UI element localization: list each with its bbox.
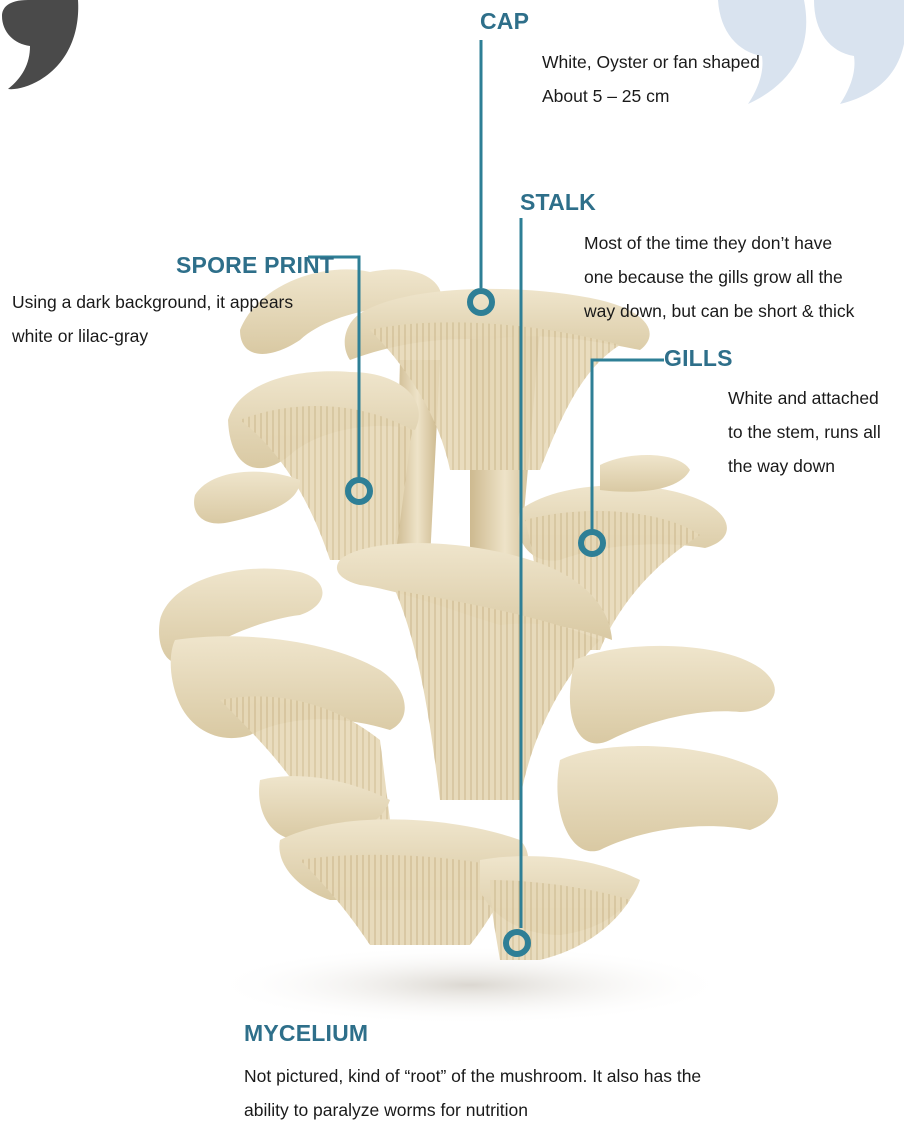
cap-label: CAP	[480, 8, 529, 35]
gills-description-line: to the stem, runs all	[728, 415, 881, 449]
mycelium-label: MYCELIUM	[244, 1020, 368, 1047]
gills-description-line: White and attached	[728, 381, 881, 415]
cap-description-line: White, Oyster or fan shaped	[542, 45, 760, 79]
gills-label: GILLS	[664, 345, 733, 372]
spore-print-label: SPORE PRINT	[176, 252, 334, 279]
mycelium-description-line: Not pictured, kind of “root” of the mush…	[244, 1059, 701, 1093]
spore-print-description-line: Using a dark background, it appears	[12, 285, 293, 319]
gills-description: White and attached to the stem, runs all…	[728, 381, 881, 483]
gills-description-line: the way down	[728, 449, 881, 483]
cap-description: White, Oyster or fan shaped About 5 – 25…	[542, 45, 760, 113]
stalk-description-line: Most of the time they don’t have	[584, 226, 854, 260]
quote-mark-icon	[2, 0, 78, 89]
spore-print-description: Using a dark background, it appears whit…	[12, 285, 293, 353]
mushroom-cluster-illustration	[159, 269, 778, 1025]
spore-print-description-line: white or lilac-gray	[12, 319, 293, 353]
cap-description-line: About 5 – 25 cm	[542, 79, 760, 113]
stalk-description-line: way down, but can be short & thick	[584, 294, 854, 328]
mycelium-description-line: ability to paralyze worms for nutrition	[244, 1093, 701, 1127]
stalk-description: Most of the time they don’t have one bec…	[584, 226, 854, 328]
stalk-label: STALK	[520, 189, 596, 216]
mycelium-description: Not pictured, kind of “root” of the mush…	[244, 1059, 701, 1127]
stalk-description-line: one because the gills grow all the	[584, 260, 854, 294]
